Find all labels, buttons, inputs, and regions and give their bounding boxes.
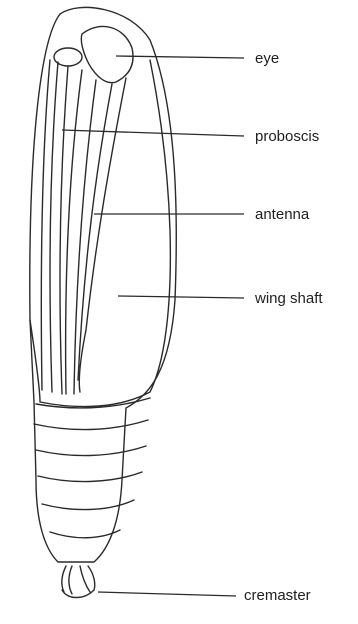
label-wing-shaft: wing shaft [255, 291, 323, 306]
eye-leader [116, 56, 244, 58]
label-antenna: antenna [255, 207, 309, 222]
appendage-line-7 [79, 78, 126, 392]
appendage-line-1 [41, 60, 50, 390]
wing-shaft-leader [118, 296, 244, 298]
label-eye: eye [255, 51, 279, 66]
cremaster-leader [98, 592, 236, 596]
label-proboscis: proboscis [255, 129, 319, 144]
appendage-line-3 [60, 66, 68, 394]
eye-shape [81, 26, 133, 82]
segment-line-3 [36, 446, 146, 456]
appendage-line-6 [78, 84, 112, 380]
segment-line-2 [34, 420, 148, 430]
segment-line-4 [38, 472, 142, 482]
cremaster-hooks [62, 566, 95, 594]
segment-line-6 [50, 530, 120, 538]
appendage-line-5 [74, 80, 96, 394]
label-cremaster: cremaster [244, 588, 311, 603]
appendage-line-2 [50, 62, 58, 392]
